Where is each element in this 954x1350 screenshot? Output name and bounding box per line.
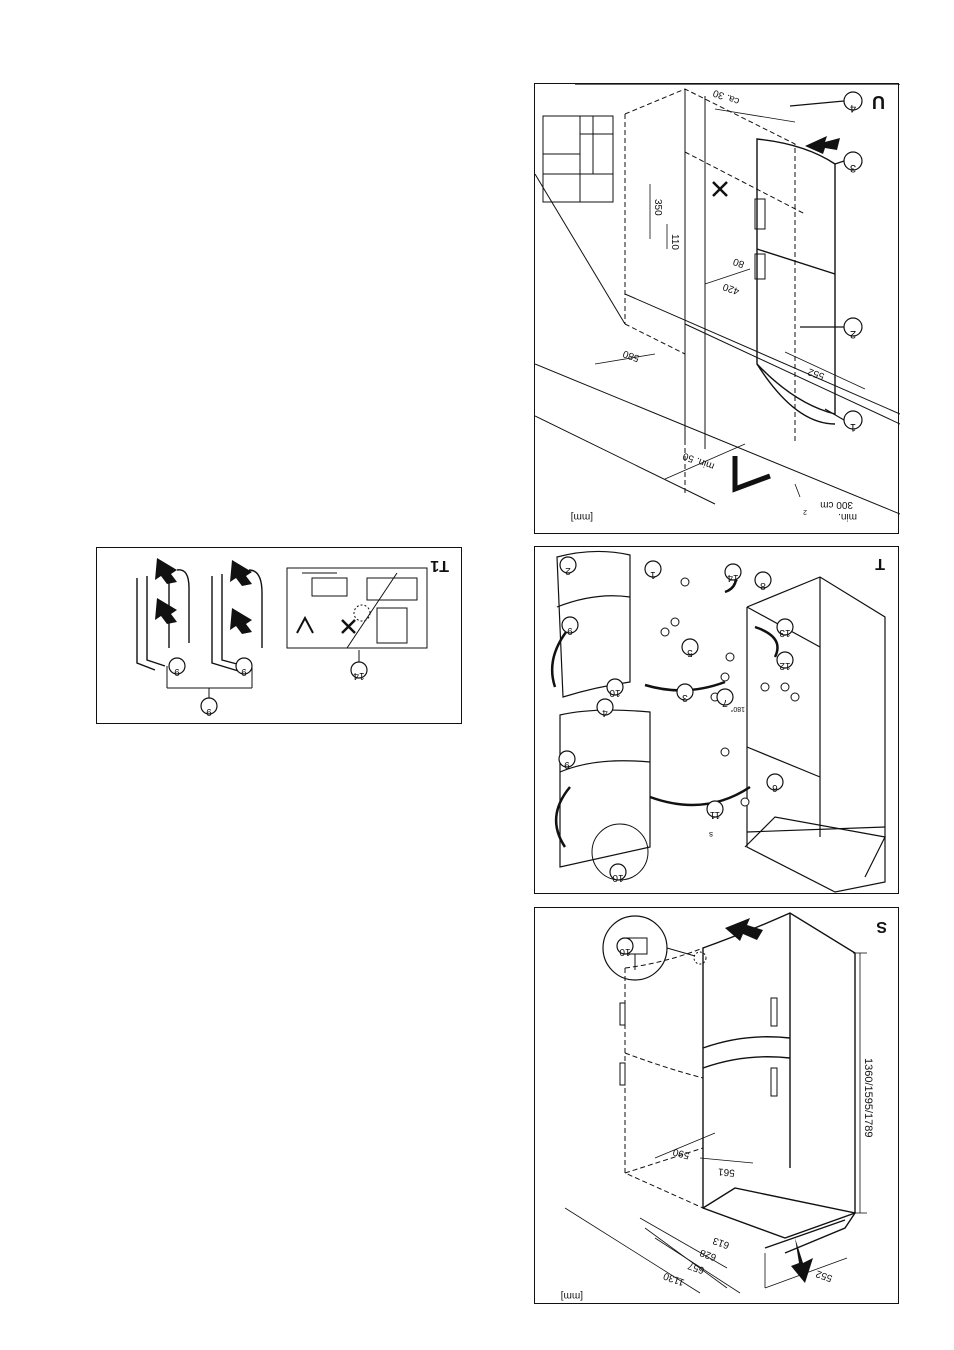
panel-t-letter: T (875, 555, 885, 572)
dim-561: 561 (717, 1166, 735, 1178)
dim-80: 80 (731, 255, 746, 269)
callout-2-label: 2 (850, 328, 856, 340)
callout-3: 3 (682, 692, 688, 703)
appliance-body (703, 913, 855, 1253)
dim-ca30: ca. 30 (711, 87, 741, 107)
dim-628: 628 (698, 1246, 718, 1262)
callout-4: 4 (602, 707, 608, 718)
detail-leader (667, 948, 695, 956)
panel-t-drawing: T 1 2 3 4 5 6 7 8 9 9 10 10 11 12 13 14 … (535, 547, 900, 895)
detail-box (287, 568, 427, 662)
dim-1130: 1130 (662, 1270, 686, 1288)
cross-mark-icon (342, 620, 355, 633)
callout-10b: 10 (612, 872, 624, 883)
callout-4-label: 4 (850, 102, 856, 114)
callout-1-label: 1 (850, 421, 856, 433)
vent-exponent-label: 2 (803, 508, 807, 515)
small-s-label: s (709, 830, 713, 839)
dim-420: 420 (721, 280, 741, 296)
panel-t: T 1 2 3 4 5 6 7 8 9 9 10 10 11 12 13 14 … (534, 546, 899, 894)
cross-mark-icon (713, 182, 727, 196)
panel-u-letter: U (872, 92, 885, 112)
panel-t1-letter: T1 (430, 557, 449, 574)
panel-s: S 10 1360/1595/1789 590 561 613 628 657 … (534, 907, 899, 1304)
panel-u-unit: [mm] (571, 511, 593, 522)
callout-circles (169, 658, 367, 714)
panel-u-drawing: U 4 3 2 1 ca. 30 350 110 80 420 580 552 … (535, 84, 900, 535)
callout-9-right: 9 (241, 666, 247, 677)
niche-outline (625, 89, 805, 494)
callout-2: 2 (565, 565, 571, 576)
callout-1: 1 (650, 569, 656, 580)
check-mark-icon (297, 618, 313, 633)
dim-height: 1360/1595/1789 (862, 1058, 874, 1138)
callout-9a: 9 (567, 625, 573, 636)
door-handles (620, 998, 777, 1096)
panel-t1: T1 9 9 9 14 (96, 547, 462, 724)
lower-door (560, 710, 650, 867)
airflow-arrow-icon (735, 456, 770, 489)
cabinet-outline (535, 89, 900, 449)
panel-t1-drawing: T1 9 9 9 14 (97, 548, 463, 725)
dim-613: 613 (711, 1234, 731, 1250)
wall-line (535, 364, 900, 514)
dim-580: 580 (621, 347, 641, 363)
callout-3-label: 3 (850, 162, 856, 174)
hinge-assembly-left (137, 570, 189, 670)
callout-14: 14 (353, 670, 365, 681)
callout-13: 13 (779, 627, 791, 638)
dim-350: 350 (652, 199, 663, 216)
detail-zoom-circle (603, 916, 667, 980)
open-door-outline (625, 948, 703, 1208)
dim-590: 590 (671, 1146, 690, 1161)
pull-arrow-icon (791, 1238, 813, 1283)
callout-11: 11 (709, 809, 720, 820)
callout-7: 7 (722, 697, 728, 708)
dim-110: 110 (669, 234, 680, 250)
callout-14: 14 (727, 572, 739, 583)
dim-min50: min. 50 (681, 450, 716, 472)
callout-6: 6 (772, 782, 778, 793)
panel-u: U 4 3 2 1 ca. 30 350 110 80 420 580 552 … (534, 83, 899, 534)
dim-657: 657 (686, 1259, 706, 1275)
dim-552: 552 (806, 365, 826, 381)
vent-min-label: min. (838, 511, 857, 522)
callout-9-left: 9 (174, 666, 180, 677)
panel-s-letter: S (876, 918, 887, 935)
dim-552: 552 (814, 1267, 834, 1283)
callout-5: 5 (687, 647, 693, 658)
callout-12: 12 (779, 660, 791, 671)
panel-s-unit: [mm] (561, 1290, 583, 1301)
callout-10a: 10 (609, 687, 621, 698)
cabinet-body (745, 577, 885, 892)
callout-10: 10 (619, 946, 631, 957)
detail-source-circle (694, 952, 706, 964)
grid-box (543, 116, 613, 202)
angle-label: 180° (730, 705, 745, 713)
callout-9b: 9 (564, 759, 570, 770)
callout-9-bottom: 9 (206, 706, 212, 717)
vent-area-label: 300 cm (820, 499, 853, 510)
panel-s-drawing: S 10 1360/1595/1789 590 561 613 628 657 … (535, 908, 900, 1305)
dimension-lines (595, 109, 865, 497)
callout-8: 8 (760, 580, 766, 591)
